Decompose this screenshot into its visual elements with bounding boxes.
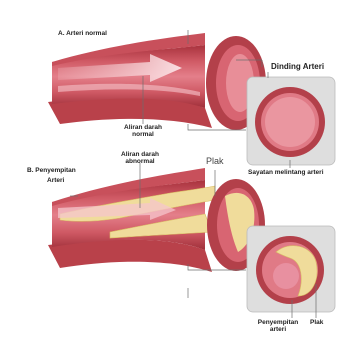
narrowing-label-line2: arteri	[258, 327, 298, 334]
narrowing-label: Penyempitan arteri	[258, 320, 298, 334]
section-a-title: A. Arteri normal	[58, 31, 107, 38]
normal-artery	[48, 33, 266, 130]
artery-wall-label: Dinding Arteri	[271, 63, 324, 71]
section-b-title-line1: B. Penyempitan	[27, 168, 76, 175]
section-b-title-line2: Arteri	[27, 178, 76, 185]
narrowed-cross-section-panel	[247, 226, 335, 312]
normal-cross-section-lumen	[265, 97, 315, 147]
section-b-title: B. Penyempitan Arteri	[27, 168, 76, 185]
abnormal-flow-label-line2: abnormal	[121, 159, 159, 166]
normal-flow-label: Aliran darah normal	[124, 125, 162, 139]
narrowed-cross-section-lumen	[273, 263, 299, 289]
abnormal-flow-label: Aliran darah abnormal	[121, 152, 159, 166]
normal-cross-section-panel	[247, 77, 335, 165]
narrowed-artery	[48, 168, 265, 272]
normal-flow-label-line2: normal	[124, 132, 162, 139]
cross-section-label: Sayatan melintang arteri	[248, 170, 324, 177]
plaque-label-bottom: Plak	[310, 320, 323, 327]
plaque-label-top: Plak	[206, 157, 224, 166]
